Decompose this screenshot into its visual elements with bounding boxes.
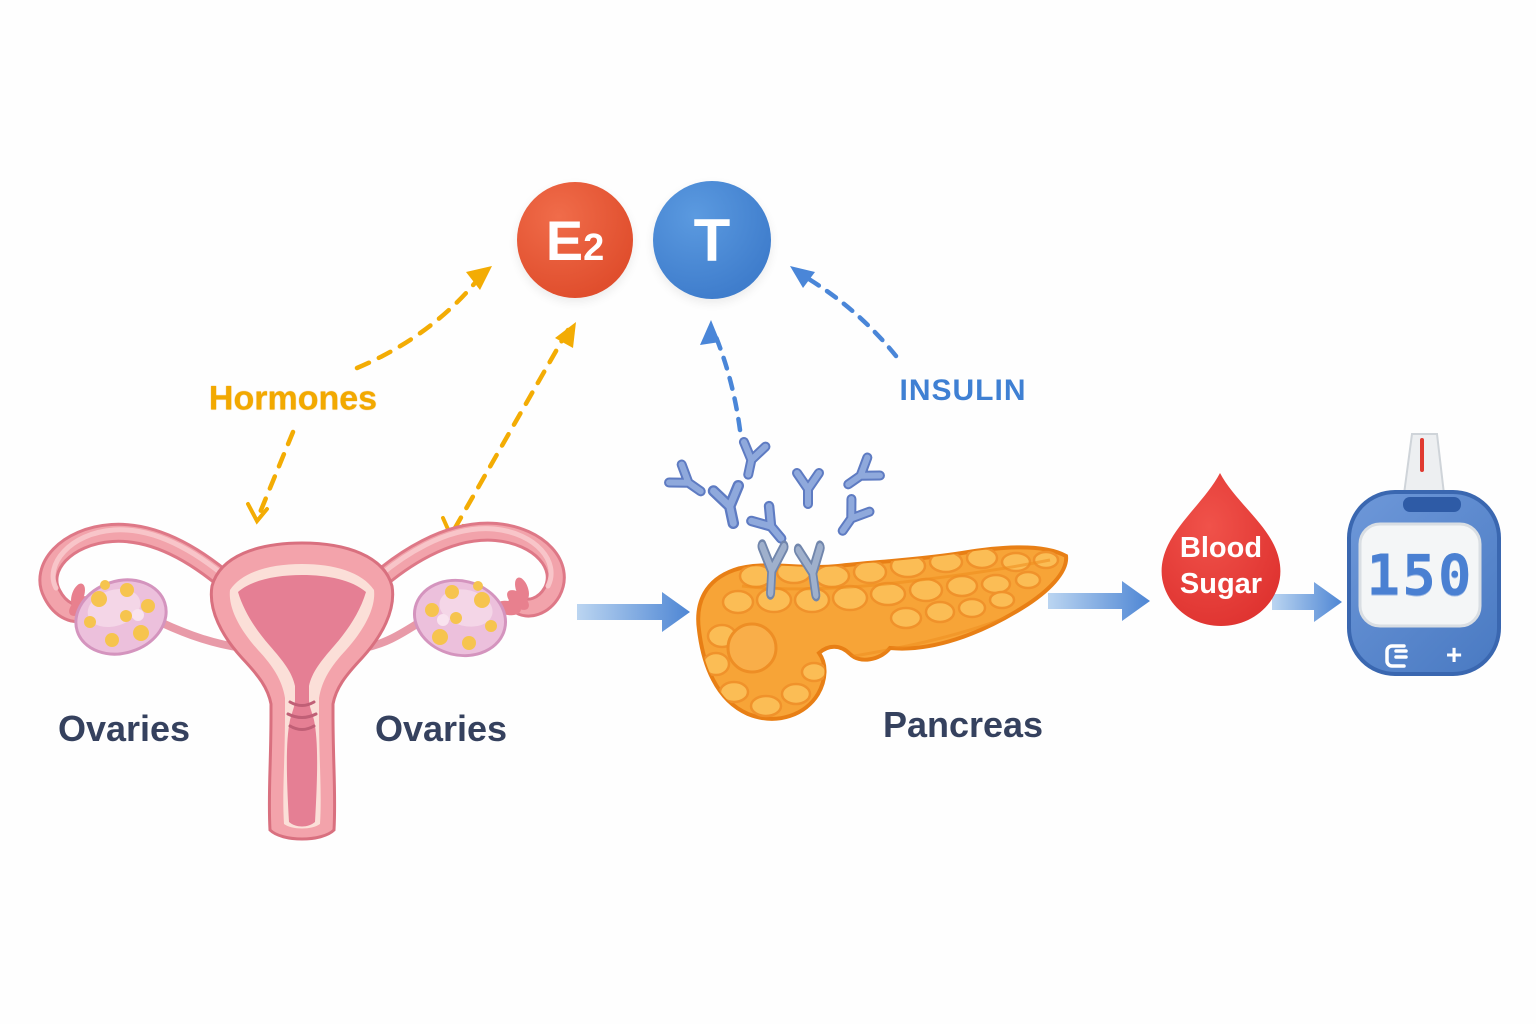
blood-sugar-line1: Blood [1179,532,1263,564]
ovary-right [412,578,508,658]
fallopian-tube-right [358,521,566,618]
testosterone-badge-text: T [693,206,731,274]
arrow-pancreas-to-t [711,329,743,433]
blood-sugar-line2: Sugar [1179,568,1263,600]
meter-reading: 150 [1366,543,1474,609]
hormones-label: Hormones [208,379,378,418]
pancreas-label: Pancreas [882,704,1044,745]
arrowhead-t-bottom [700,320,720,345]
test-strip-stripe [1420,438,1424,472]
arrowhead-left-ovary [246,502,269,525]
arrow-hormones-to-left-ovary [256,429,296,518]
arrowhead-t-right [790,266,815,288]
estradiol-badge-text: E [545,208,584,272]
hormone-arrows [246,266,576,540]
arrow-blood-sugar-to-meter [1272,582,1342,622]
arrow-right-ovary-to-e2 [452,327,571,531]
blood-sugar-label: Blood Sugar [1180,530,1262,602]
flow-arrows [577,581,1342,632]
testosterone-badge: T [653,181,771,299]
pancreas-illustration [696,545,1069,721]
meter-strip-slot [1403,497,1461,512]
ovaries-left-label: Ovaries [57,708,191,749]
meter-menu-icon [1385,644,1408,668]
arrow-ovaries-to-pancreas [577,592,690,632]
cervix-rugae [286,700,318,731]
pancreas-head-lobe [726,622,778,674]
arrow-hormones-to-e2 [354,270,486,371]
pancreas-lobules [701,547,1060,718]
arrow-pancreas-to-blood-sugar [1048,581,1150,621]
glucose-meter [1347,433,1501,676]
arrow-insulin-to-t [794,269,899,359]
insulin-label: INSULIN [899,374,1027,407]
meter-plus-button-icon: + [1445,639,1463,670]
uterus-cavity [238,575,366,827]
arrowhead-e2-bottom [555,322,576,348]
fallopian-tube-left [38,522,246,624]
arrowhead-e2-left [466,266,492,290]
estradiol-badge-subscript: 2 [583,227,605,269]
uterus-illustration [38,521,566,841]
ovaries-right-label: Ovaries [374,708,508,749]
ovary-left [74,578,168,656]
blood-drop [1161,473,1281,626]
insulin-arrows [700,266,899,433]
meter-screen [1358,522,1482,628]
